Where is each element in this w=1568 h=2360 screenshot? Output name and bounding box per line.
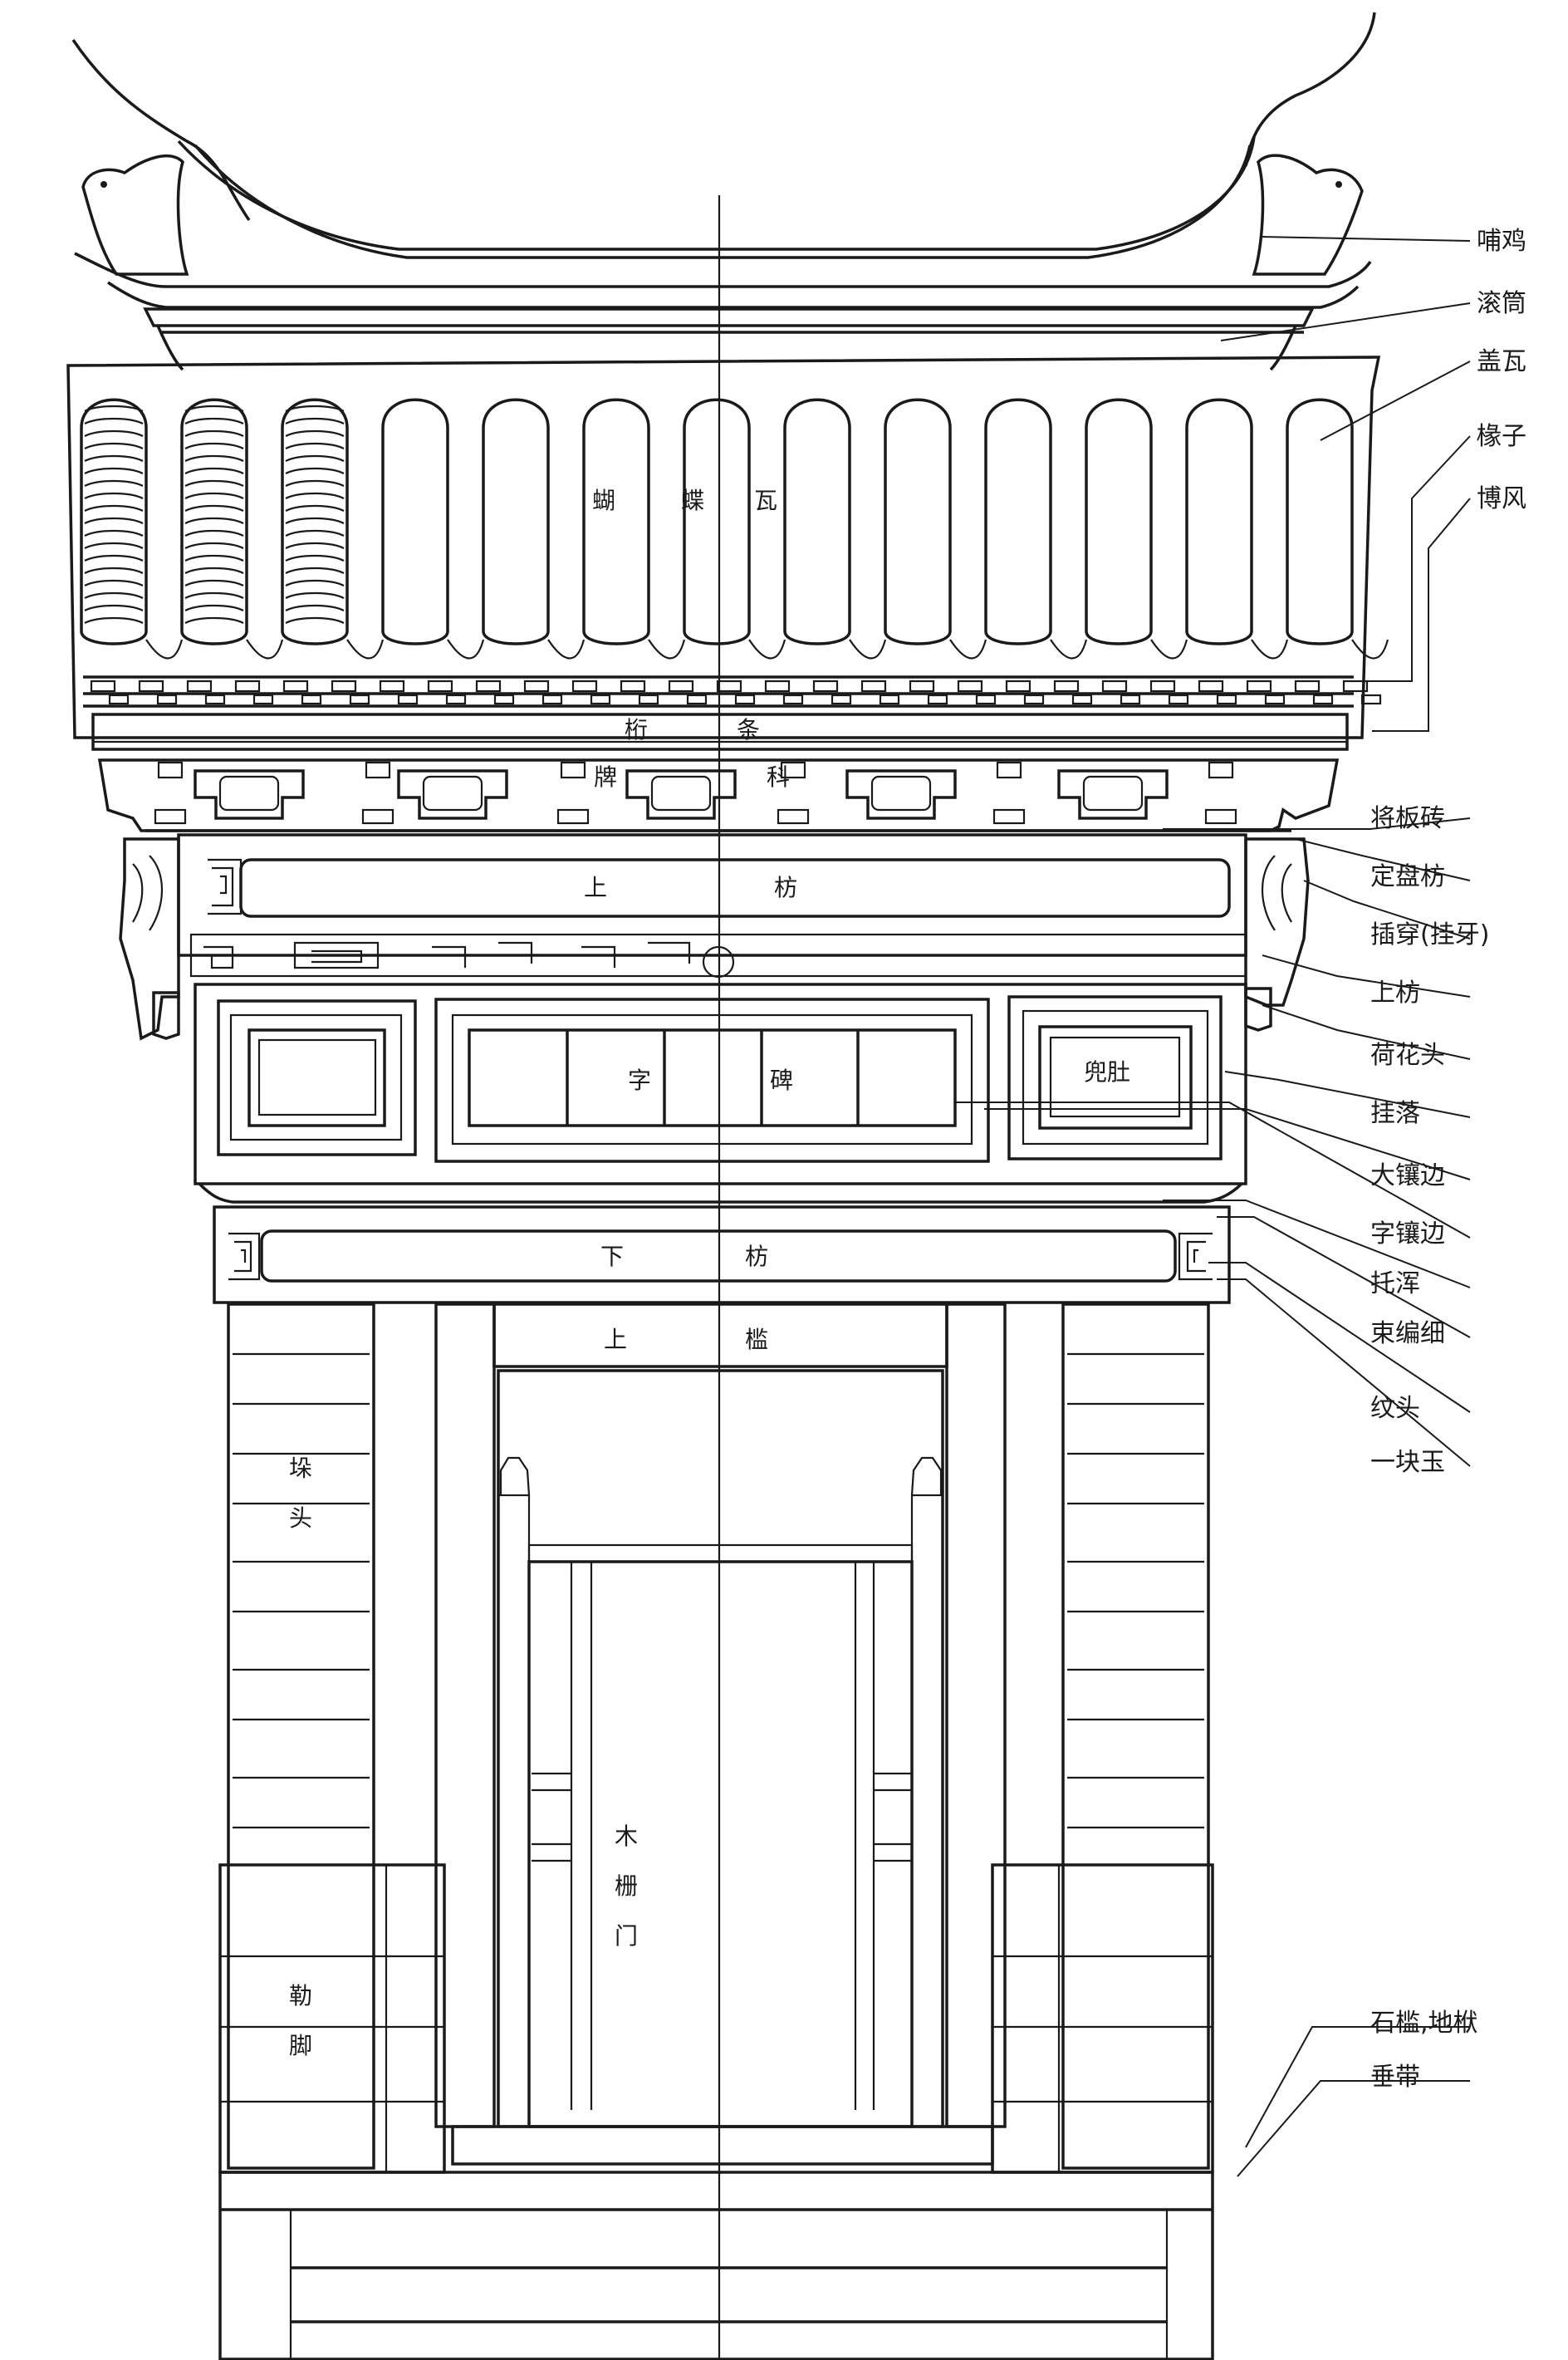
callout-gable-board: 博风: [1477, 484, 1526, 513]
gate-body: [218, 1303, 1214, 2360]
callout-bracket-tooth: 插穿(挂牙): [1370, 920, 1489, 949]
bracket-row: [97, 758, 1340, 832]
label-purlin-1: 桁: [625, 716, 648, 743]
label-door-1: 木: [615, 1823, 638, 1850]
callout-roller: 滚筒: [1477, 289, 1526, 318]
tile-column: [281, 398, 385, 660]
label-bracket-1: 牌: [594, 763, 617, 791]
label-lintel-2: 槛: [745, 1326, 768, 1353]
tile-column: [884, 398, 987, 660]
tile-column: [683, 398, 786, 660]
tile-column: [582, 398, 686, 660]
label-lower-beam-1: 下: [600, 1243, 624, 1270]
tile-column: [1286, 398, 1389, 660]
tile-column: [482, 398, 586, 660]
label-tiles-3: 瓦: [754, 487, 777, 514]
callout-big-border: 大镶边: [1370, 1161, 1445, 1190]
label-base-1: 勒: [289, 1982, 312, 2009]
callout-lotus-head: 荷花头: [1370, 1041, 1445, 1070]
callout-tuohun: 托浑: [1370, 1269, 1420, 1298]
inline-labels: 蝴 蝶 瓦 桁 条 牌 科 上 枋 字 碑 兜肚 下 枋 上 槛 垛 头 木 栅…: [289, 487, 1130, 2059]
label-tiles-1: 蝴: [592, 487, 615, 514]
label-purlin-2: 条: [737, 716, 760, 743]
callout-shubianxi: 束编细: [1370, 1319, 1445, 1348]
label-plaque-2: 碑: [770, 1067, 793, 1094]
ridge-bird-right: [1252, 154, 1364, 276]
label-tiles-2: 蝶: [681, 487, 704, 514]
label-plaque-1: 字: [628, 1067, 651, 1094]
callout-gualuo: 挂落: [1370, 1099, 1420, 1128]
label-door-3: 门: [615, 1922, 638, 1950]
tile-column: [381, 398, 485, 660]
callout-rafter: 椽子: [1477, 422, 1526, 451]
callout-jiangban-brick: 将板砖: [1370, 804, 1445, 833]
label-upper-beam-1: 上: [584, 874, 607, 901]
label-upper-beam-2: 枋: [774, 874, 797, 901]
callout-yikuaiyu: 一块玉: [1370, 1448, 1445, 1477]
label-lintel-1: 上: [604, 1326, 627, 1353]
tile-column: [984, 398, 1088, 660]
bracket-block: [1057, 769, 1169, 820]
plaque-frame: [194, 983, 1247, 1204]
callout-stone-sill: 石槛,地栿: [1370, 2009, 1478, 2038]
callout-upper-beam: 上枋: [1370, 979, 1420, 1008]
bracket-block: [194, 769, 305, 820]
label-bracket-2: 科: [767, 763, 790, 791]
bracket-block: [845, 769, 957, 820]
callout-cover-tile: 盖瓦: [1477, 347, 1526, 376]
tile-roof: [66, 356, 1389, 751]
label-base-2: 脚: [289, 2032, 312, 2059]
callout-dingpan-beam: 定盘枋: [1370, 862, 1445, 891]
tile-column: [783, 398, 887, 660]
callout-chuidai: 垂带: [1370, 2063, 1420, 2092]
callout-pattern-head: 纹头: [1370, 1394, 1420, 1423]
lower-beam: [213, 1205, 1231, 1304]
roof-ridge: [71, 12, 1376, 371]
callout-text-border: 字镶边: [1370, 1219, 1445, 1249]
tile-column: [180, 398, 284, 660]
tile-column: [1185, 398, 1289, 660]
callout-ridge-bird: 哺鸡: [1477, 227, 1526, 256]
tile-column: [1085, 398, 1188, 660]
callouts: 哺鸡 滚筒 盖瓦 椽子 博风 将板砖 定盘枋 插穿(挂牙) 上枋 荷花头 挂落 …: [955, 227, 1526, 2177]
upper-beam-assembly: [119, 833, 1310, 1041]
label-door-2: 栅: [615, 1872, 638, 1900]
label-lower-beam-2: 枋: [745, 1243, 768, 1270]
bracket-block: [397, 769, 508, 820]
ridge-bird-left: [81, 155, 189, 276]
label-pier-2: 头: [289, 1504, 312, 1532]
label-side-panel: 兜肚: [1084, 1058, 1130, 1086]
bracket-block: [625, 769, 737, 820]
label-pier-1: 垛: [289, 1455, 312, 1482]
tile-column: [80, 398, 184, 660]
